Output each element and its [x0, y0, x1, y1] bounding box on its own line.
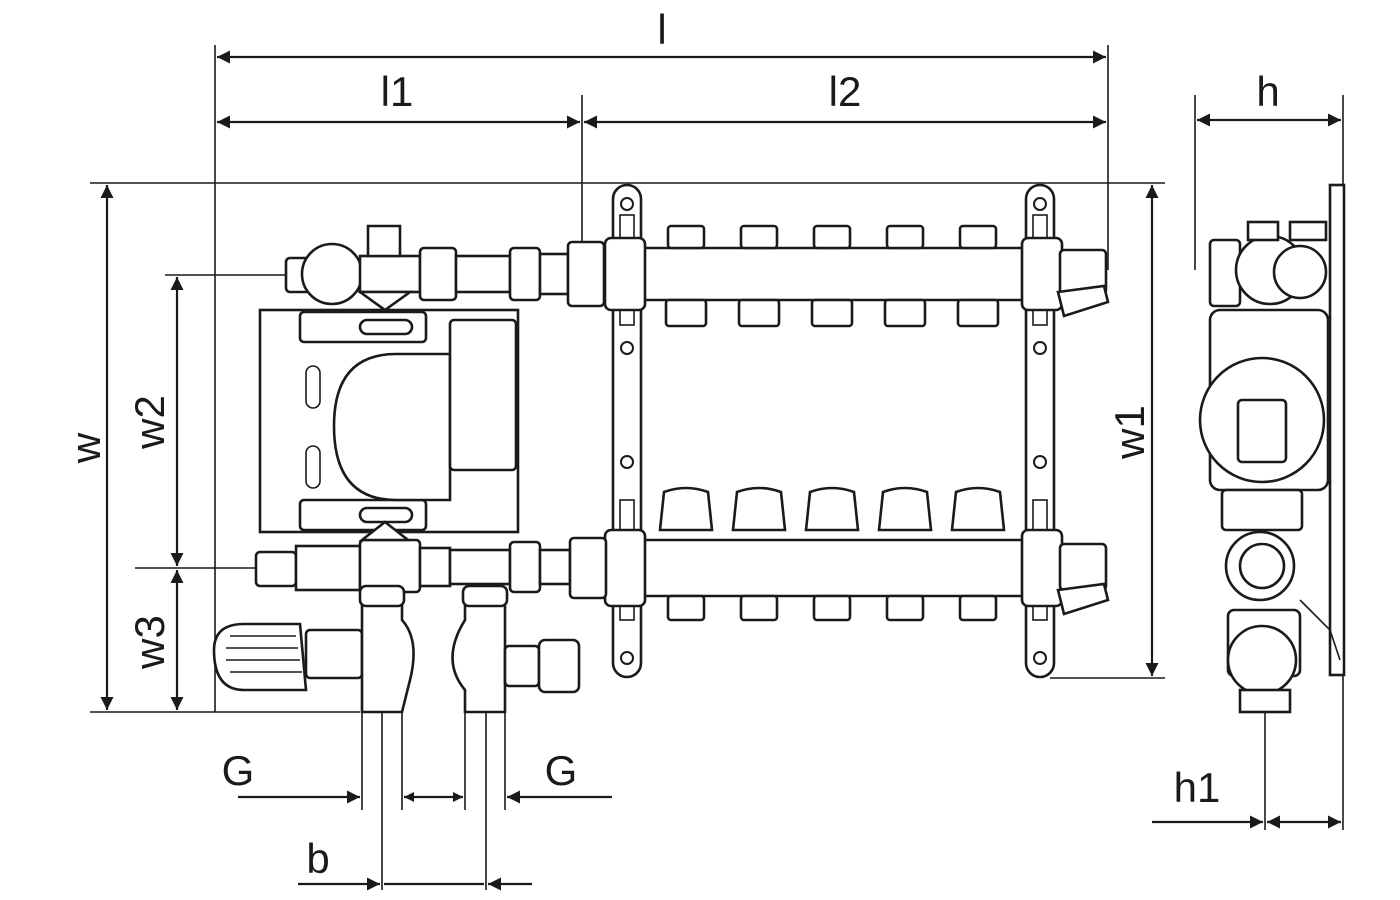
upper-outlets: [664, 298, 1000, 328]
label-w: w: [62, 432, 109, 464]
label-h: h: [1256, 68, 1279, 115]
dimension-labels: l l1 l2 w w2 w3 w1 h h1 b G G: [62, 6, 1280, 882]
label-g-left: G: [222, 747, 255, 794]
upper-valve-caps: [666, 224, 998, 250]
circulation-pump: [258, 308, 520, 534]
manifold-front-view: [212, 183, 1110, 714]
lower-connection-pipe: [254, 520, 608, 600]
flow-meter-caps: [658, 486, 1006, 532]
lower-manifold-bar: [603, 486, 1110, 622]
label-l2: l2: [829, 68, 862, 115]
label-l1: l1: [381, 68, 414, 115]
label-w3: w3: [126, 615, 173, 670]
extension-lines: [90, 45, 1344, 890]
upper-connection-pipe: [284, 224, 606, 312]
label-b: b: [306, 835, 329, 882]
upper-manifold-bar: [603, 224, 1110, 328]
lower-outlets: [666, 594, 998, 622]
label-h1: h1: [1174, 764, 1221, 811]
label-l: l: [657, 6, 666, 53]
label-g-right: G: [545, 747, 578, 794]
thermostatic-valve: [212, 584, 415, 714]
dimension-lines: [100, 50, 1341, 891]
label-w1: w1: [1106, 405, 1153, 460]
return-valve: [451, 584, 581, 714]
manifold-side-view: [1198, 183, 1346, 714]
label-w2: w2: [126, 395, 173, 450]
